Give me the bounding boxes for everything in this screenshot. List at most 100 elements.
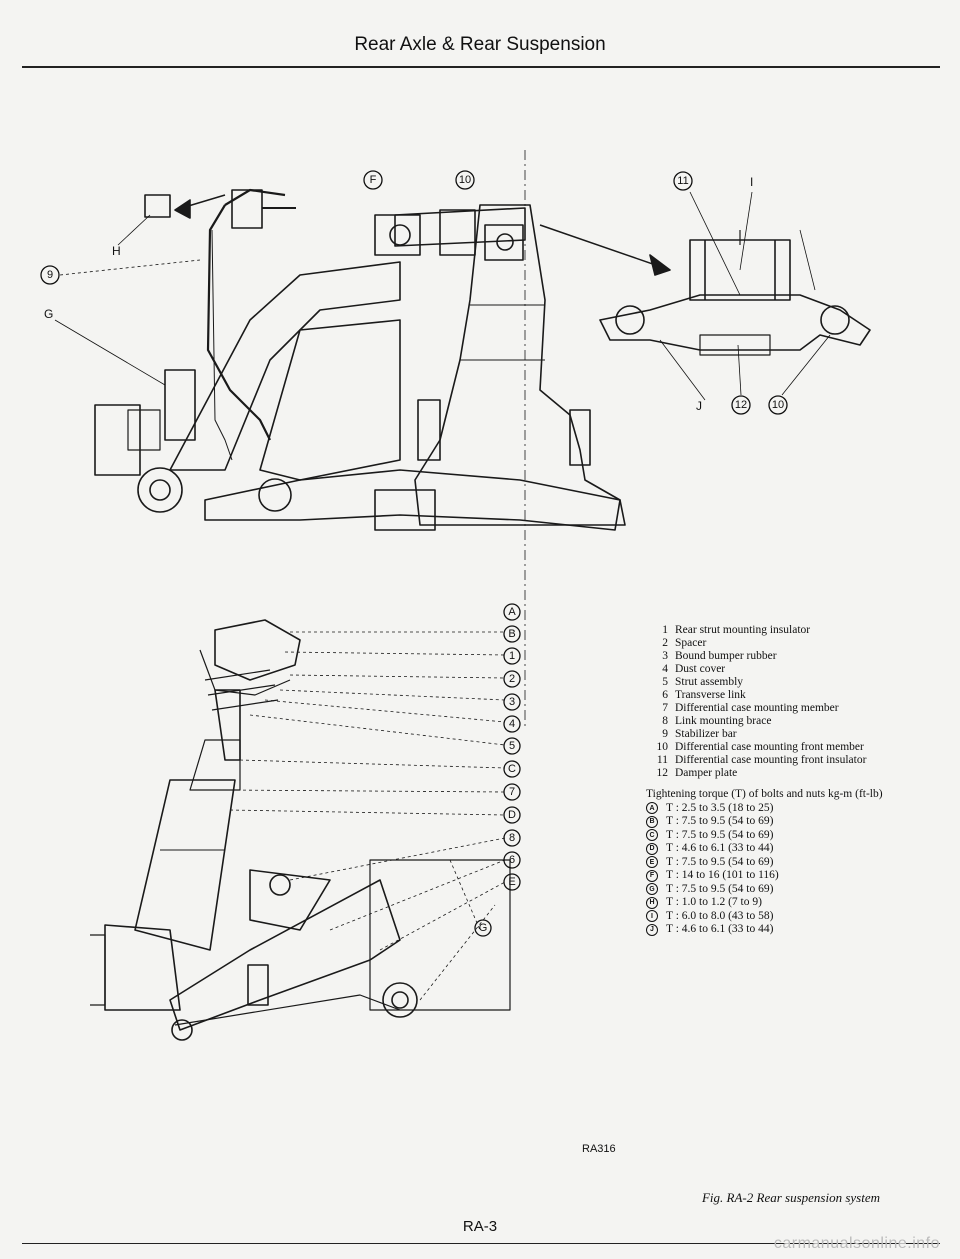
- torque-item: G T : 7.5 to 9.5 (54 to 69): [646, 883, 886, 896]
- legend-text: Dust cover: [675, 663, 726, 675]
- footer-rule: [22, 1243, 940, 1244]
- legend-num: 4: [662, 663, 668, 675]
- legend-text: Differential case mounting front member: [675, 741, 864, 753]
- callouts-detail-view: 11 I J 12 10: [659, 171, 831, 415]
- callout-E: E: [508, 876, 515, 888]
- torque-code-badge: C: [646, 829, 658, 841]
- callout-3: 3: [509, 696, 515, 708]
- legend-num: 12: [656, 767, 669, 779]
- callout-7: 7: [509, 786, 515, 798]
- torque-item: H T : 1.0 to 1.2 (7 to 9): [646, 896, 886, 909]
- legend-text: Spacer: [675, 637, 707, 649]
- torque-code-badge: A: [646, 802, 658, 814]
- legend-text: Stabilizer bar: [675, 728, 737, 740]
- torque-title: Tightening torque (T) of bolts and nuts …: [646, 788, 883, 800]
- legend-text: Differential case mounting front insulat…: [675, 754, 867, 766]
- legend-text: Damper plate: [675, 767, 738, 779]
- callout-G-section: G: [479, 922, 488, 934]
- callout-G-top: G: [44, 307, 53, 321]
- legend-item: 8 Link mounting brace: [646, 715, 886, 728]
- torque-code-badge: F: [646, 869, 658, 882]
- legend-text: Transverse link: [675, 689, 746, 701]
- callout-9: 9: [47, 269, 53, 281]
- legend-num: 10: [656, 741, 669, 753]
- torque-item: B T : 7.5 to 9.5 (54 to 69): [646, 815, 886, 828]
- callout-H: H: [112, 244, 121, 258]
- callout-4: 4: [509, 718, 515, 730]
- torque-value: T : 1.0 to 1.2 (7 to 9): [666, 896, 762, 908]
- torque-value: T : 7.5 to 9.5 (54 to 69): [666, 882, 774, 895]
- callouts-section-view: A B 1 2 3 4 5 C 7 D 8 6 E G: [474, 603, 521, 937]
- torque-item: A T : 2.5 to 3.5 (18 to 25): [646, 802, 886, 815]
- legend-text: Link mounting brace: [675, 715, 772, 727]
- legend-item: 2 Spacer: [646, 637, 886, 650]
- legend-num: 9: [662, 728, 668, 740]
- callout-10-detail: 10: [772, 399, 784, 411]
- figure-ref-code: RA316: [582, 1143, 616, 1155]
- legend-num: 11: [656, 754, 668, 766]
- callout-5: 5: [509, 740, 515, 752]
- torque-item: C T : 7.5 to 9.5 (54 to 69): [646, 829, 886, 842]
- strut-section-view: [90, 619, 511, 1041]
- legend-item: 7 Differential case mounting member: [646, 702, 886, 715]
- torque-item: J T : 4.6 to 6.1 (33 to 44): [646, 923, 886, 936]
- legend-item: 6 Transverse link: [646, 689, 886, 702]
- callout-8: 8: [509, 832, 515, 844]
- torque-value: T : 2.5 to 3.5 (18 to 25): [666, 801, 774, 814]
- callout-1: 1: [509, 650, 515, 662]
- torque-value: T : 6.0 to 8.0 (43 to 58): [666, 909, 774, 922]
- parts-legend: 1 Rear strut mounting insulator 2 Spacer 3…: [646, 624, 886, 936]
- callout-I: I: [750, 175, 753, 189]
- top-view-assembly: [94, 150, 671, 730]
- callout-12: 12: [735, 399, 747, 411]
- legend-text: Strut assembly: [675, 676, 744, 688]
- legend-text: Rear strut mounting insulator: [675, 624, 811, 636]
- legend-item: 10 Differential case mounting front membe…: [646, 741, 886, 754]
- torque-item: I T : 6.0 to 8.0 (43 to 58): [646, 910, 886, 923]
- figure-caption: Fig. RA-2 Rear suspension system: [701, 1190, 880, 1205]
- torque-code-badge: E: [646, 856, 658, 868]
- front-insulator-detail: [599, 230, 871, 356]
- torque-value: T : 14 to 16 (101 to 116): [666, 869, 779, 881]
- legend-item: 4 Dust cover: [646, 663, 886, 676]
- callout-A: A: [508, 606, 516, 618]
- page-header-title: Rear Axle & Rear Suspension: [354, 34, 606, 55]
- callout-11: 11: [677, 175, 688, 187]
- legend-text: Differential case mounting member: [675, 702, 839, 714]
- legend-num: 1: [662, 624, 668, 636]
- callout-D: D: [508, 809, 516, 821]
- watermark: carmanualsonline.info: [773, 1235, 940, 1252]
- legend-num: 7: [662, 702, 668, 714]
- legend-item: 11 Differential case mounting front insul…: [646, 754, 886, 767]
- callout-2: 2: [509, 673, 515, 685]
- torque-code-badge: H: [646, 896, 658, 909]
- torque-value: T : 4.6 to 6.1 (33 to 44): [666, 842, 774, 854]
- legend-text: Bound bumper rubber: [675, 650, 777, 662]
- torque-code-badge: G: [646, 883, 658, 895]
- legend-num: 6: [662, 689, 668, 701]
- torque-code-badge: J: [646, 923, 658, 936]
- callout-C: C: [508, 763, 516, 775]
- torque-item: F T : 14 to 16 (101 to 116): [646, 869, 886, 882]
- torque-code-badge: B: [646, 815, 658, 828]
- callout-B: B: [508, 628, 515, 640]
- torque-code-badge: I: [646, 910, 658, 922]
- legend-num: 2: [662, 637, 668, 649]
- callout-J: J: [696, 399, 702, 413]
- torque-value: T : 7.5 to 9.5 (54 to 69): [666, 815, 774, 827]
- callout-10-top: 10: [459, 174, 471, 186]
- legend-num: 8: [662, 715, 668, 727]
- legend-num: 3: [662, 650, 668, 662]
- legend-item: 12 Damper plate: [646, 767, 886, 780]
- legend-item: 9 Stabilizer bar: [646, 728, 886, 741]
- torque-value: T : 7.5 to 9.5 (54 to 69): [666, 828, 774, 841]
- page-number: RA-3: [462, 1218, 498, 1235]
- legend-item: 1 Rear strut mounting insulator: [646, 624, 886, 637]
- callout-F: F: [370, 174, 377, 186]
- header-rule: [22, 66, 940, 68]
- torque-value: T : 4.6 to 6.1 (33 to 44): [666, 923, 774, 935]
